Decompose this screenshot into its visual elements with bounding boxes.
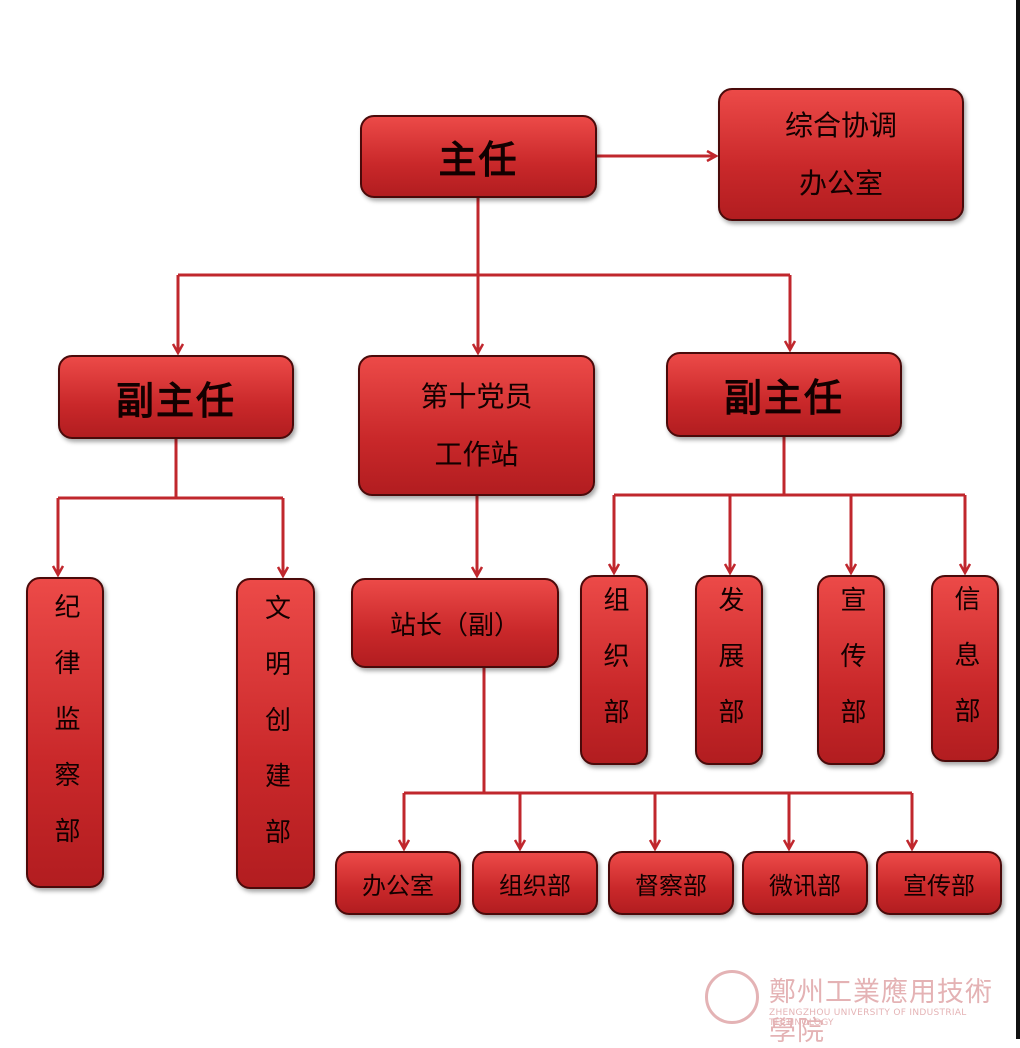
node-publicity: 宣传部 [817,575,885,765]
node-office: 综合协调 办公室 [718,88,964,221]
node-information: 信息部 [931,575,999,762]
node-director: 主任 [360,115,597,198]
node-sub-organization: 组织部 [472,851,598,915]
node-civilization: 文明创建部 [236,578,315,889]
node-organization: 组织部 [580,575,648,765]
node-discipline: 纪律监察部 [26,577,104,888]
node-sub-office: 办公室 [335,851,461,915]
node-development: 发展部 [695,575,763,765]
node-deputy-right: 副主任 [666,352,902,437]
university-watermark: 鄭州工業應用技術學院 ZHENGZHOU UNIVERSITY OF INDUS… [705,968,1015,1047]
node-station-head: 站长（副） [351,578,559,668]
right-edge-border [1016,0,1020,1039]
node-sub-publicity: 宣传部 [876,851,1002,915]
node-station: 第十党员 工作站 [358,355,595,496]
university-seal-icon [705,970,759,1024]
node-sub-wechat: 微讯部 [742,851,868,915]
node-deputy-left: 副主任 [58,355,294,439]
node-sub-supervision: 督察部 [608,851,734,915]
